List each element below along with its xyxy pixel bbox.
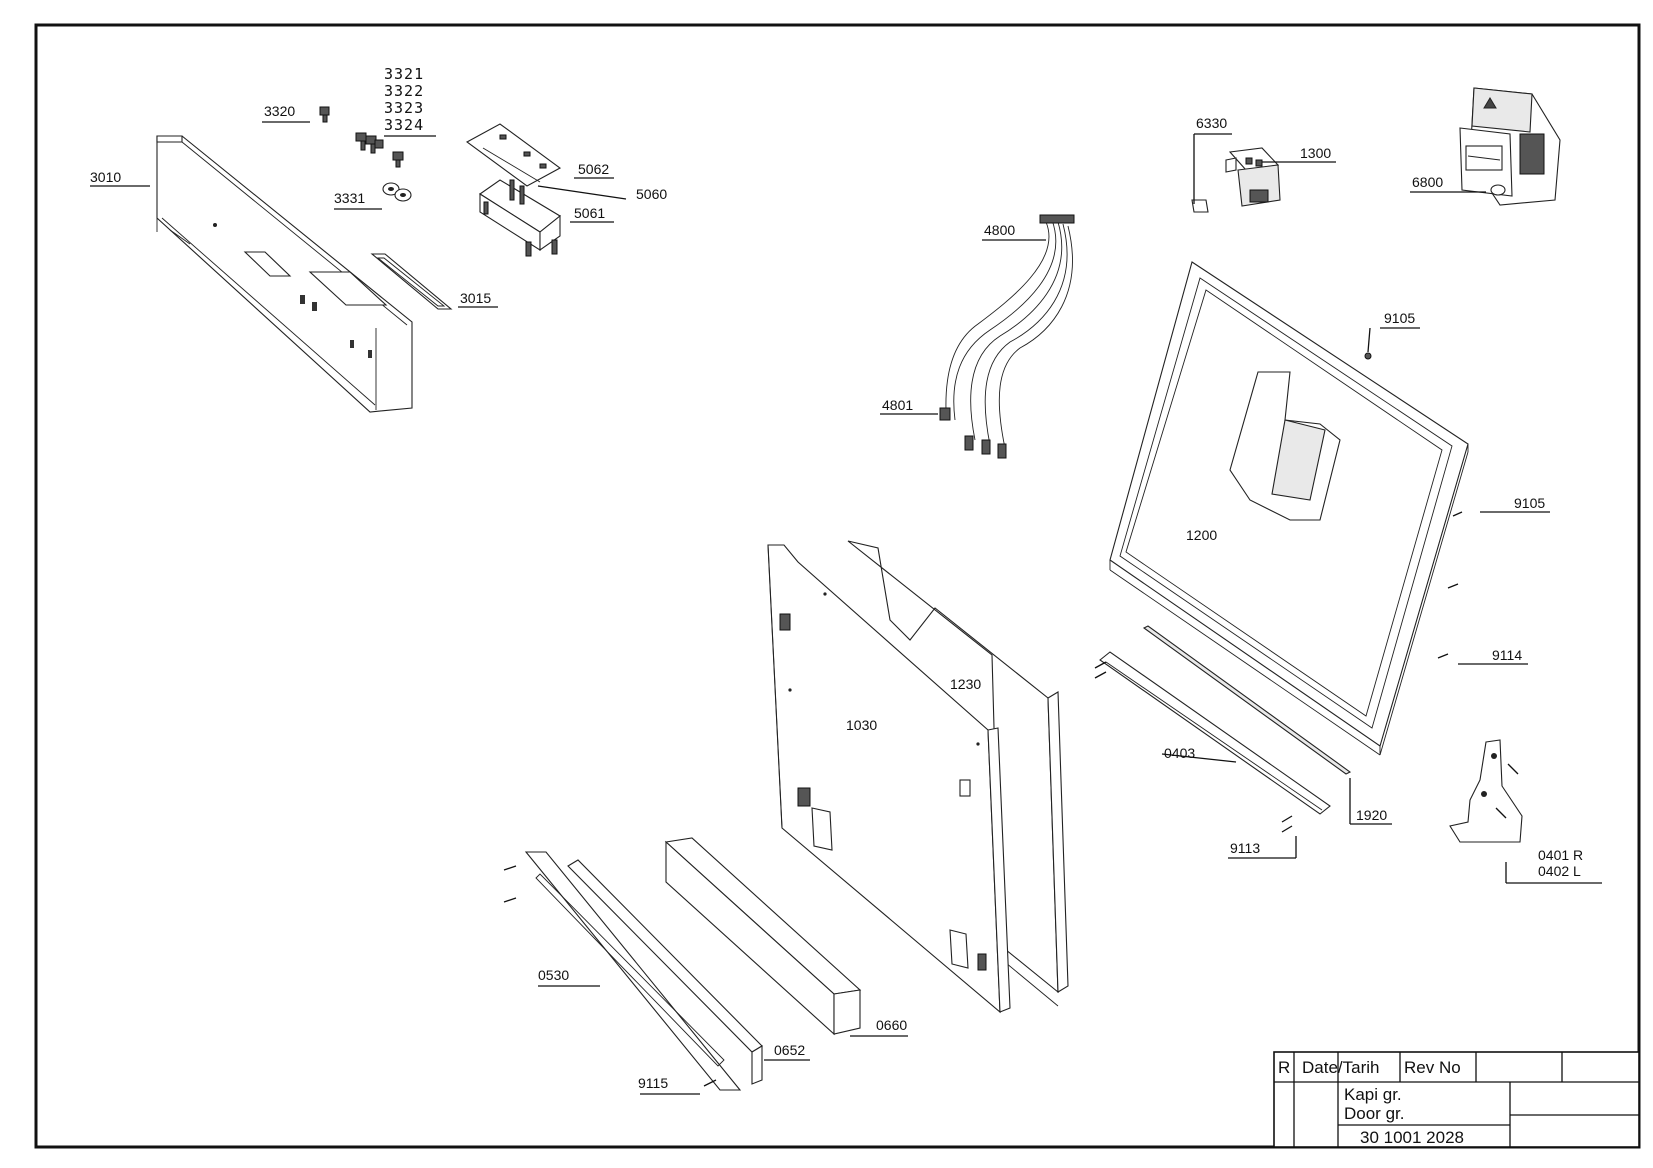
screw-9115 xyxy=(703,1079,717,1087)
label-3010: 3010 xyxy=(90,169,121,185)
title-block-revno-header: Rev No xyxy=(1404,1058,1461,1077)
label-4801: 4801 xyxy=(882,397,913,413)
drawing-title-en: Door gr. xyxy=(1344,1104,1404,1123)
control-card-5061 xyxy=(479,179,561,257)
label-1300: 1300 xyxy=(1300,145,1331,161)
title-block-rev-header: R xyxy=(1278,1058,1290,1077)
title-block-date-header: Date/Tarih xyxy=(1302,1058,1379,1077)
buttons-3321-3324 xyxy=(355,132,404,168)
outer-door-1030 xyxy=(767,544,1011,1014)
label-0402-l: 0402 L xyxy=(1538,863,1581,879)
handle-block-0660 xyxy=(664,837,862,1036)
leader-lines xyxy=(90,121,1602,1095)
button-3320 xyxy=(319,106,330,123)
label-1920: 1920 xyxy=(1356,807,1387,823)
label-9115: 9115 xyxy=(638,1075,668,1091)
label-0660: 0660 xyxy=(876,1017,907,1033)
drawing-number: 30 1001 2028 xyxy=(1360,1128,1464,1147)
label-9114: 9114 xyxy=(1492,647,1522,663)
strip-0403 xyxy=(1099,651,1331,815)
control-panel-3010 xyxy=(156,135,413,413)
drawing-title-tr: Kapi gr. xyxy=(1344,1085,1402,1104)
drawing-frame xyxy=(34,23,1641,1149)
label-3015: 3015 xyxy=(460,290,491,306)
label-3322: 3322 xyxy=(384,82,424,100)
door-lock-1300 xyxy=(1225,147,1281,207)
screws-9105-9114 xyxy=(1364,352,1463,659)
label-4800: 4800 xyxy=(984,222,1015,238)
label-9105-top: 9105 xyxy=(1384,310,1415,326)
label-0530: 0530 xyxy=(538,967,569,983)
handle-frame-0530 xyxy=(503,851,742,1091)
control-card-5062 xyxy=(465,123,562,187)
label-5061: 5061 xyxy=(574,205,605,221)
label-3320: 3320 xyxy=(264,103,295,119)
label-1230: 1230 xyxy=(950,676,981,692)
label-3323: 3323 xyxy=(384,99,424,117)
label-9105-side: 9105 xyxy=(1514,495,1545,511)
label-3331: 3331 xyxy=(334,190,365,206)
label-5062: 5062 xyxy=(578,161,609,177)
label-5060: 5060 xyxy=(636,186,667,202)
label-1030: 1030 xyxy=(846,717,877,733)
screws-9113 xyxy=(1094,661,1293,833)
label-6800: 6800 xyxy=(1412,174,1443,190)
lock-tab-6330 xyxy=(1191,199,1209,213)
handle-strip-0652 xyxy=(567,859,763,1085)
label-0403: 0403 xyxy=(1164,745,1195,761)
label-9113: 9113 xyxy=(1230,840,1260,856)
label-6330: 6330 xyxy=(1196,115,1227,131)
label-3321: 3321 xyxy=(384,65,424,83)
knob-3331 xyxy=(382,182,412,202)
label-3324: 3324 xyxy=(384,116,424,134)
label-0401-r: 0401 R xyxy=(1538,847,1583,863)
detergent-dispenser-6800 xyxy=(1459,87,1561,206)
label-1200: 1200 xyxy=(1186,527,1217,543)
hinge-0401-0402 xyxy=(1449,739,1523,843)
seal-1920 xyxy=(1142,625,1352,775)
label-0652: 0652 xyxy=(774,1042,805,1058)
inner-door-1200 xyxy=(1109,261,1469,756)
title-block xyxy=(1273,1051,1640,1148)
cable-harness-4800 xyxy=(939,214,1075,459)
